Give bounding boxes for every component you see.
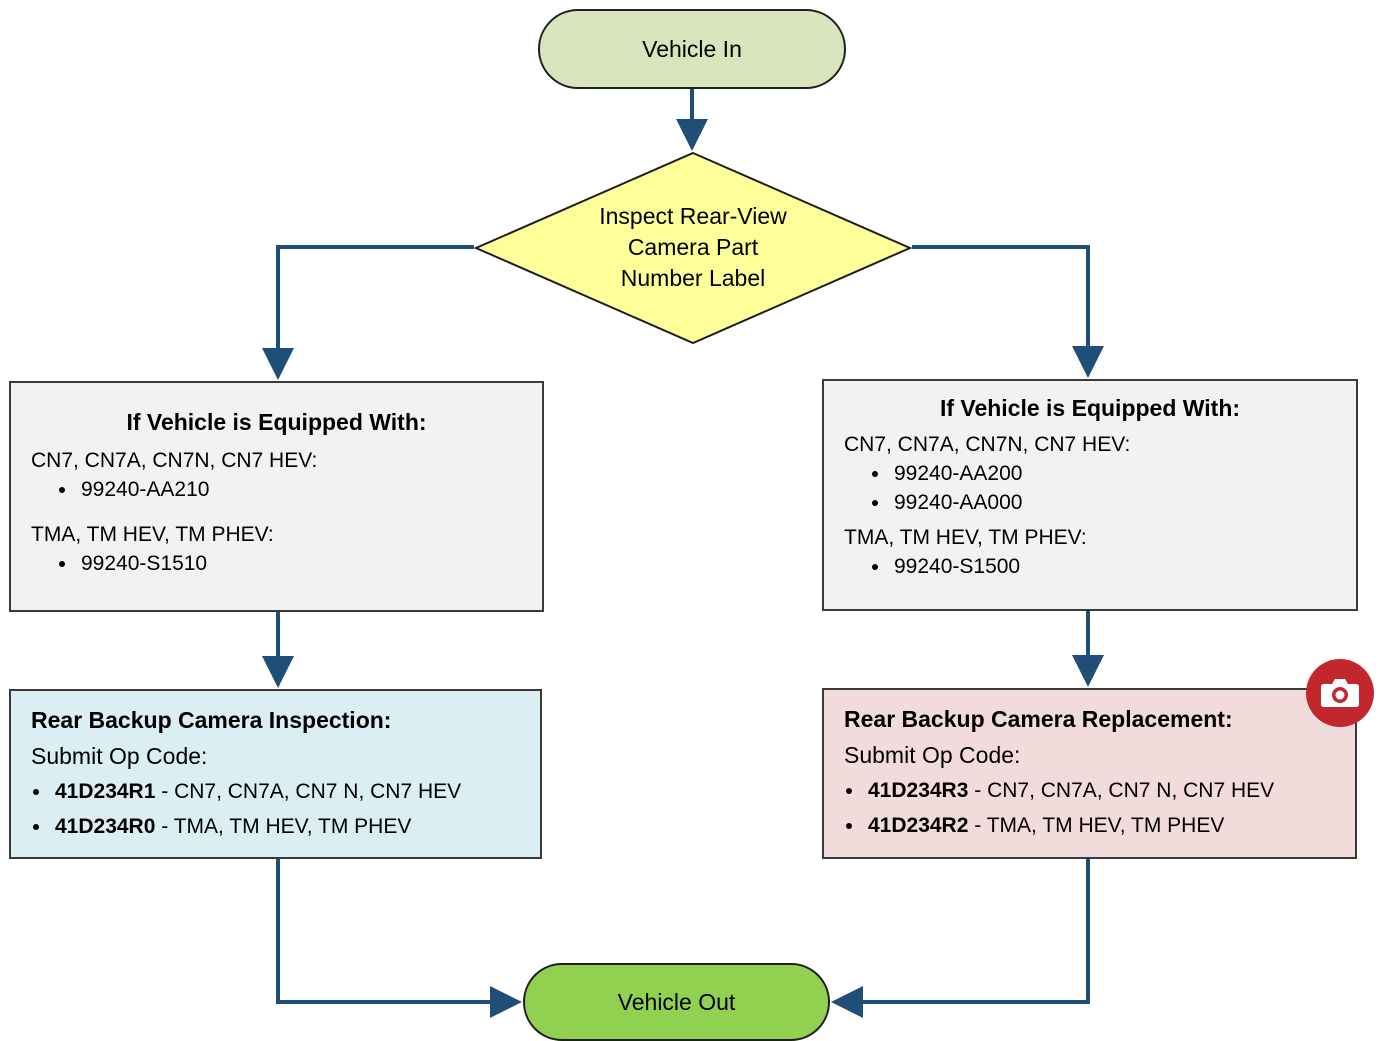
connector-decision-to-left — [262, 245, 474, 380]
left-group1-part: 99240-AA210 — [31, 475, 542, 504]
decision-label: Inspect Rear-View Camera Part Number Lab… — [599, 203, 787, 291]
right-group2-label: TMA, TM HEV, TM PHEV: — [844, 526, 1087, 549]
left-equipment-box: If Vehicle is Equipped With: CN7, CN7A, … — [9, 381, 544, 612]
right-group1-part: 99240-AA000 — [844, 488, 1356, 517]
inspection-code-item: 41D234R1 - CN7, CN7A, CN7 N, CN7 HEV — [31, 777, 540, 806]
replacement-code-item: 41D234R2 - TMA, TM HEV, TM PHEV — [844, 811, 1355, 840]
connector-replacement-to-end — [831, 859, 1090, 1018]
left-group2-label: TMA, TM HEV, TM PHEV: — [31, 523, 274, 546]
right-group1-part: 99240-AA200 — [844, 459, 1356, 488]
inspection-title: Rear Backup Camera Inspection: — [31, 707, 392, 733]
op-code: 41D234R1 — [55, 780, 156, 803]
left-group1-label: CN7, CN7A, CN7N, CN7 HEV: — [31, 449, 318, 472]
right-equipment-box: If Vehicle is Equipped With: CN7, CN7A, … — [822, 379, 1358, 611]
replacement-box: Rear Backup Camera Replacement: Submit O… — [822, 688, 1357, 859]
right-group1-label: CN7, CN7A, CN7N, CN7 HEV: — [844, 433, 1131, 456]
decision-node: Inspect Rear-View Camera Part Number Lab… — [474, 151, 912, 345]
end-terminal: Vehicle Out — [523, 963, 830, 1041]
op-code-desc: - TMA, TM HEV, TM PHEV — [968, 814, 1225, 837]
inspection-code-item: 41D234R0 - TMA, TM HEV, TM PHEV — [31, 812, 540, 841]
camera-badge — [1306, 659, 1374, 727]
left-group2-part: 99240-S1510 — [31, 549, 542, 578]
right-group2-part: 99240-S1500 — [844, 552, 1356, 581]
decision-diamond — [474, 151, 912, 345]
inspection-subtitle: Submit Op Code: — [31, 743, 208, 769]
op-code-desc: - CN7, CN7A, CN7 N, CN7 HEV — [155, 780, 462, 803]
left-equipment-title: If Vehicle is Equipped With: — [126, 409, 427, 435]
right-equipment-title: If Vehicle is Equipped With: — [939, 395, 1241, 421]
replacement-title: Rear Backup Camera Replacement: — [844, 706, 1233, 732]
replacement-code-item: 41D234R3 - CN7, CN7A, CN7 N, CN7 HEV — [844, 776, 1355, 805]
connector-decision-to-right — [912, 245, 1104, 378]
replacement-subtitle: Submit Op Code: — [844, 742, 1021, 768]
connector-inspection-to-end — [276, 859, 522, 1018]
op-code-desc: - CN7, CN7A, CN7 N, CN7 HEV — [968, 779, 1275, 802]
op-code: 41D234R2 — [868, 814, 969, 837]
op-code-desc: - TMA, TM HEV, TM PHEV — [155, 815, 412, 838]
start-label: Vehicle In — [642, 35, 742, 62]
op-code: 41D234R0 — [55, 815, 156, 838]
camera-icon — [1321, 679, 1359, 707]
inspection-box: Rear Backup Camera Inspection: Submit Op… — [9, 689, 542, 859]
start-terminal: Vehicle In — [538, 9, 846, 89]
op-code: 41D234R3 — [868, 779, 969, 802]
end-label: Vehicle Out — [617, 988, 736, 1015]
